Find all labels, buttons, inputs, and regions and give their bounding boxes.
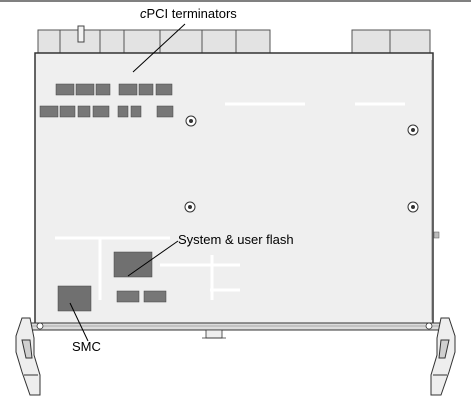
cpci-terminators-row-1 bbox=[55, 83, 173, 96]
bottom-rail bbox=[29, 322, 441, 331]
system-user-flash-label: System & user flash bbox=[178, 232, 294, 247]
screw-4 bbox=[407, 201, 419, 213]
smc-chip bbox=[57, 285, 92, 312]
leader-cpci bbox=[132, 23, 186, 73]
screw-3 bbox=[184, 201, 196, 213]
screw-2 bbox=[407, 124, 419, 136]
board-outline bbox=[34, 52, 434, 326]
connector-4 bbox=[351, 29, 431, 56]
cpci-terminators-row-2 bbox=[39, 105, 174, 118]
side-tab bbox=[433, 231, 440, 239]
cpci-terminators-label: cPCI terminators bbox=[140, 6, 237, 21]
chip-small-2 bbox=[143, 290, 167, 303]
smc-label: SMC bbox=[72, 339, 101, 354]
left-ejector-handle bbox=[15, 317, 41, 396]
connector-2 bbox=[123, 29, 203, 56]
mounting-screws bbox=[184, 115, 419, 213]
flash-chip bbox=[113, 251, 153, 278]
screw-1 bbox=[185, 115, 197, 127]
rail-screw-left bbox=[36, 322, 44, 330]
connector-pin bbox=[77, 25, 85, 43]
bottom-connector bbox=[205, 329, 223, 339]
leader-smc bbox=[69, 302, 89, 342]
leader-flash bbox=[127, 240, 179, 277]
rail-screw-right bbox=[425, 322, 433, 330]
top-connectors bbox=[37, 29, 431, 56]
board-traces bbox=[55, 102, 405, 300]
chip-small-1 bbox=[116, 290, 140, 303]
right-ejector-handle bbox=[430, 317, 456, 396]
